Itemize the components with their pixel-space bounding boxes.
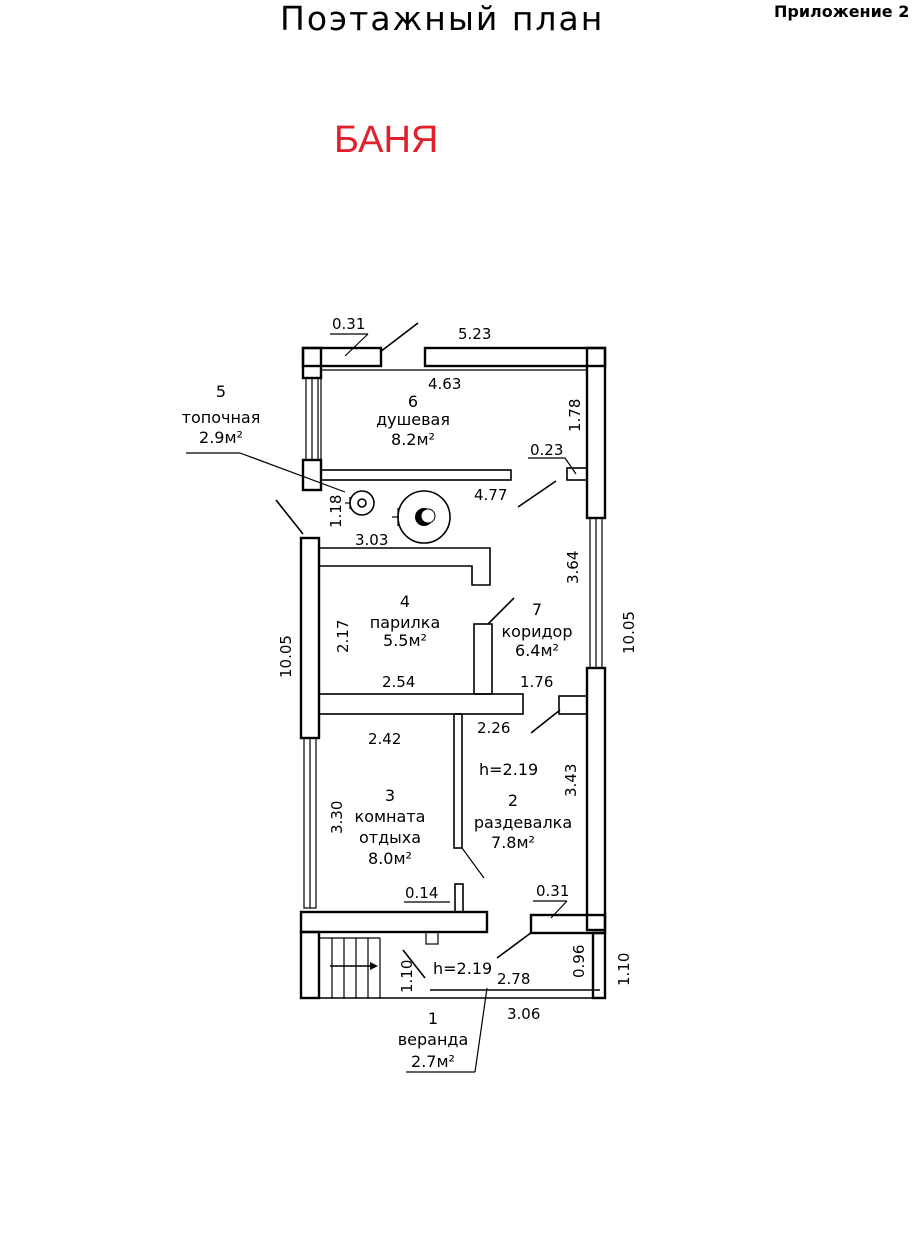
dim-boiler-width: 3.03 — [355, 531, 388, 549]
dim-rest-stub: 0.14 — [405, 884, 438, 902]
room-1-number: 1 — [428, 1009, 438, 1028]
dim-veranda-left: 1.10 — [398, 960, 416, 993]
right-wall-upper — [585, 346, 607, 520]
entrance-stairs — [319, 937, 381, 998]
steam-room-right-wall — [473, 623, 493, 695]
room-7-number: 7 — [532, 600, 542, 619]
dim-corridor-top: 4.77 — [474, 486, 507, 504]
dim-rest-width: 2.42 — [368, 730, 401, 748]
dim-boiler-depth: 1.18 — [327, 495, 345, 528]
dim-corridor-bottom: 1.76 — [520, 673, 553, 691]
dim-rest-depth: 3.30 — [328, 801, 346, 834]
dim-dressing-depth: 3.43 — [562, 764, 580, 797]
rest-dressing-partition — [453, 713, 463, 849]
veranda-height: h=2.19 — [433, 959, 492, 978]
left-wall-top — [301, 346, 323, 380]
right-wall-lower — [585, 666, 607, 932]
room-6-name: душевая — [376, 410, 450, 429]
dim-top-wall: 5.23 — [458, 325, 491, 343]
veranda-left-wall — [299, 930, 321, 1000]
bottom-wall-rest — [299, 910, 489, 934]
room-4-number: 4 — [400, 592, 410, 611]
dim-bottom-total: 3.06 — [507, 1005, 540, 1023]
top-wall-right — [423, 346, 607, 368]
left-wall-middle — [299, 536, 321, 740]
dim-left-total: 10.05 — [277, 635, 295, 678]
corridor-stub-right — [558, 695, 588, 715]
room-7-area: 6.4м² — [515, 641, 559, 660]
boiler-icon — [349, 490, 375, 516]
leader-lines — [186, 333, 577, 1073]
door-swings — [275, 322, 561, 979]
outer-walls — [299, 346, 607, 1000]
room-3-number: 3 — [385, 786, 395, 805]
room-2-name: раздевалка — [474, 813, 572, 832]
top-wall-left — [301, 346, 383, 368]
dim-shower-width: 4.63 — [428, 375, 461, 393]
room-2-area: 7.8м² — [491, 833, 535, 852]
room-2-number: 2 — [508, 791, 518, 810]
interior-walls — [318, 369, 588, 913]
dim-corner-top: 0.23 — [530, 441, 563, 459]
rest-wall-stub — [454, 883, 464, 913]
dim-corridor-right: 3.64 — [564, 551, 582, 584]
room-1-name: веранда — [398, 1030, 469, 1049]
steam-rest-divider — [318, 693, 524, 715]
dim-shower-depth: 1.78 — [566, 399, 584, 432]
dim-veranda-width: 2.78 — [497, 970, 530, 988]
room-4-name: парилка — [370, 613, 441, 632]
room-7-name: коридор — [501, 622, 572, 641]
dim-top-left: 0.31 — [332, 315, 365, 333]
corner-stub-top — [566, 467, 588, 481]
bottom-wall-right — [529, 913, 607, 935]
room-5-name: топочная — [182, 408, 261, 427]
room-1-area: 2.7м² — [411, 1052, 455, 1071]
dim-bottom-right: 0.31 — [536, 882, 569, 900]
stove-boiler — [345, 490, 451, 544]
dressing-height: h=2.19 — [479, 760, 538, 779]
room-5-area: 2.9м² — [199, 428, 243, 447]
room-3-name-2: отдыха — [359, 828, 421, 847]
room-5-number: 5 — [216, 382, 226, 401]
dim-veranda-right-total: 1.10 — [615, 953, 633, 986]
room-6-area: 8.2м² — [391, 430, 435, 449]
room-4-area: 5.5м² — [383, 631, 427, 650]
appendix-label: Приложение 2 — [774, 2, 909, 21]
dim-right-total: 10.05 — [620, 611, 638, 654]
page-title: Поэтажный план — [280, 0, 604, 38]
steam-room-top-wall — [318, 547, 491, 586]
dim-steam-depth: 2.17 — [334, 620, 352, 653]
dim-dressing-top: 2.26 — [477, 719, 510, 737]
dim-steam-width: 2.54 — [382, 673, 415, 691]
shower-bottom-wall — [320, 469, 512, 481]
dim-veranda-right-small: 0.96 — [570, 945, 588, 978]
room-3-area: 8.0м² — [368, 849, 412, 868]
building-title: БАНЯ — [334, 119, 438, 161]
room-6-number: 6 — [408, 392, 418, 411]
veranda-right-wall — [591, 931, 607, 1000]
left-wall-boiler — [301, 458, 323, 492]
room-3-name-1: комната — [355, 807, 426, 826]
